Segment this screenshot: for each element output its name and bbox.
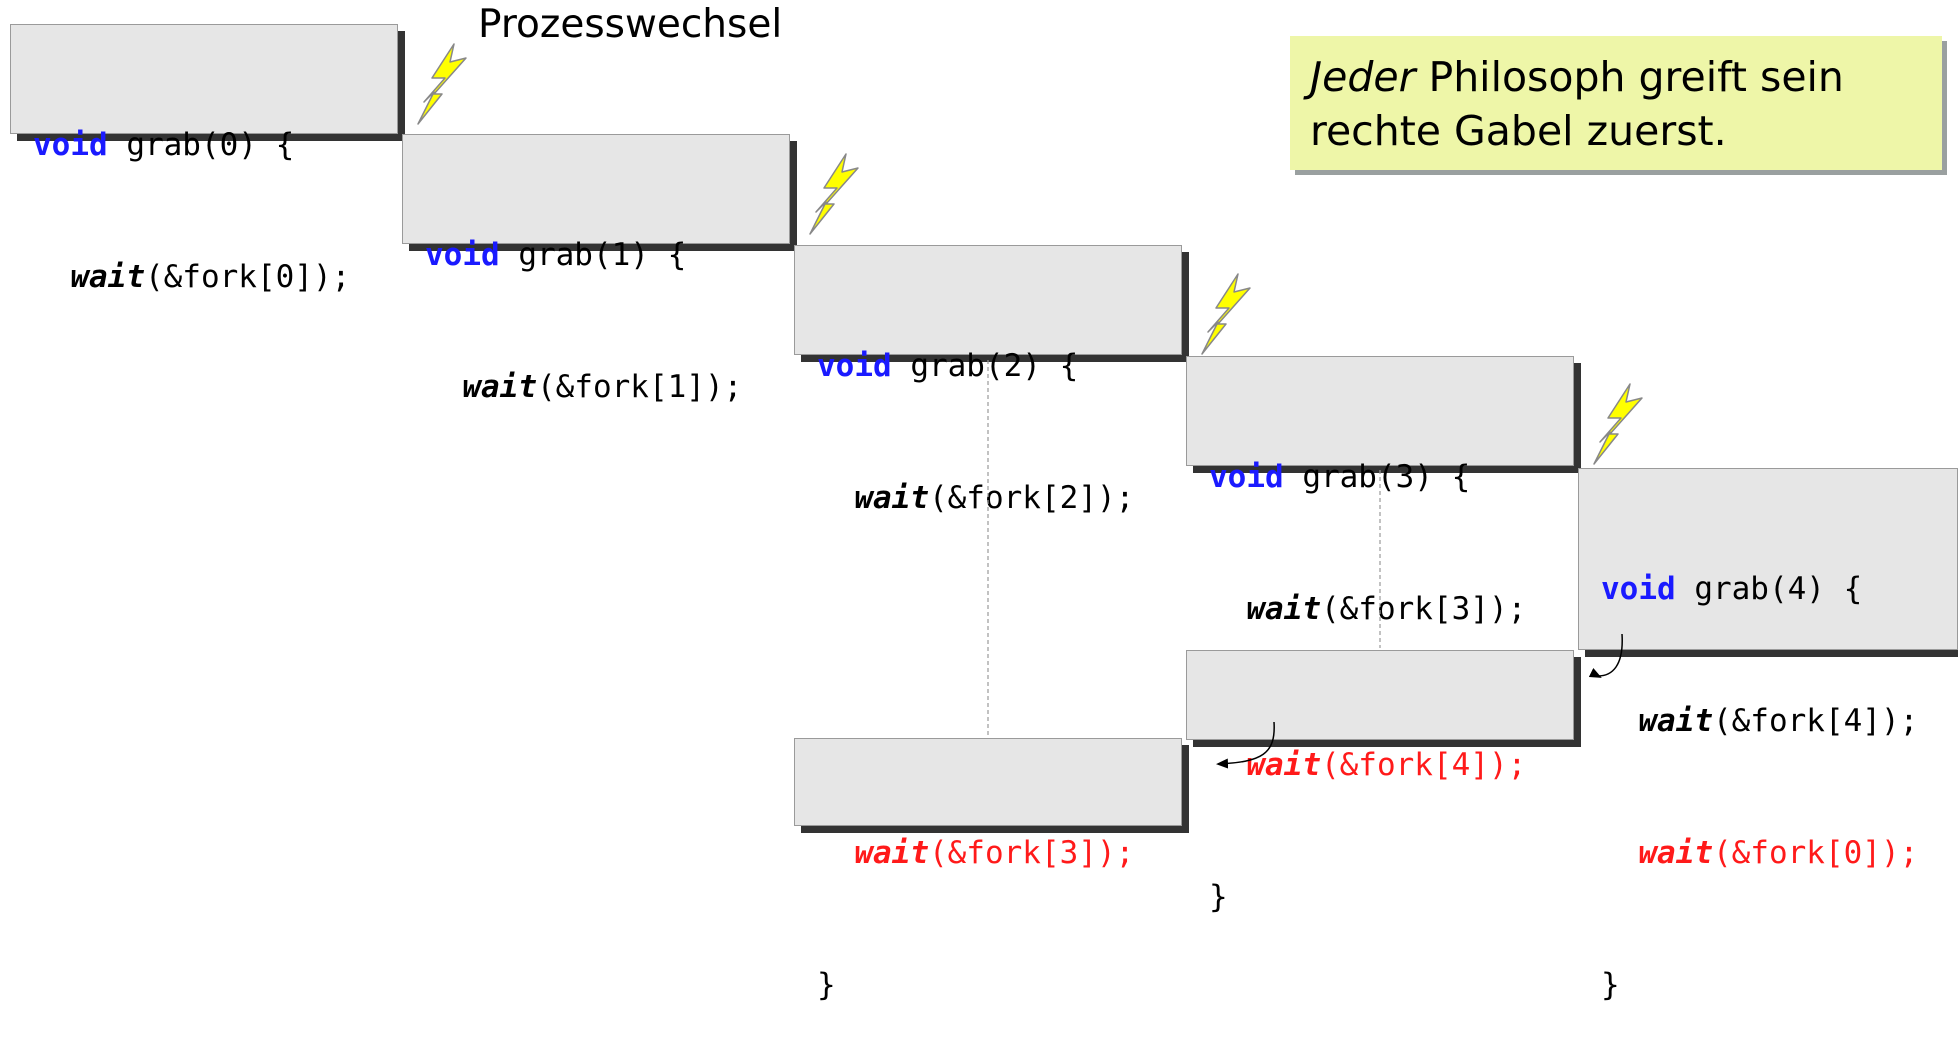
code-box-grab-0: void grab(0) { wait(&fork[0]); — [10, 24, 398, 295]
code-line: wait(&fork[2]); — [817, 476, 1181, 520]
code-box-grab-1: void grab(1) { wait(&fork[1]); — [402, 134, 790, 405]
code-text: grab(2) { — [891, 348, 1079, 384]
note-line-1: Jeder Philosoph greift sein — [1310, 50, 1922, 104]
note-box: Jeder Philosoph greift sein rechte Gabel… — [1290, 36, 1942, 170]
close-brace: } — [1601, 967, 1620, 1003]
code-text: (&fork[2]); — [928, 480, 1135, 516]
code-line: void grab(0) { — [33, 123, 397, 167]
code-box-resume-3: wait(&fork[4]); } — [1186, 650, 1574, 915]
context-switch-label: Prozesswechsel — [478, 2, 783, 47]
lightning-bolt-icon — [1593, 383, 1643, 465]
keyword: void — [33, 127, 108, 163]
code-line: wait(&fork[3]); — [1209, 587, 1573, 631]
code-text: grab(3) { — [1283, 459, 1471, 495]
blocked-wait-line: wait(&fork[3]); — [817, 831, 1181, 875]
lightning-bolt-icon — [1201, 273, 1251, 355]
keyword: wait — [854, 835, 929, 871]
code-line: wait(&fork[1]); — [425, 365, 789, 409]
code-text: grab(1) { — [499, 237, 687, 273]
code-text: (&fork[3]); — [928, 835, 1135, 871]
code-text: grab(4) { — [1675, 571, 1863, 607]
blocked-wait-line: wait(&fork[0]); — [1601, 831, 1957, 875]
keyword: void — [425, 237, 500, 273]
code-box-resume-2: wait(&fork[3]); } — [794, 738, 1182, 1003]
lightning-bolt-icon — [809, 153, 859, 235]
keyword: void — [1209, 459, 1284, 495]
note-line-2: rechte Gabel zuerst. — [1310, 107, 1727, 155]
code-text: (&fork[4]); — [1712, 703, 1919, 739]
keyword: wait — [1246, 747, 1321, 783]
keyword: void — [817, 348, 892, 384]
code-text: (&fork[1]); — [536, 369, 743, 405]
keyword: wait — [1246, 591, 1321, 627]
note-text: Philosoph greift sein — [1415, 53, 1844, 101]
blocked-wait-line: wait(&fork[4]); — [1209, 743, 1573, 787]
code-line: wait(&fork[0]); — [33, 255, 397, 299]
code-line: void grab(1) { — [425, 233, 789, 277]
keyword: wait — [462, 369, 537, 405]
code-text: (&fork[0]); — [1712, 835, 1919, 871]
close-brace: } — [817, 967, 836, 1003]
keyword: wait — [70, 259, 145, 295]
code-box-grab-4: void grab(4) { wait(&fork[4]); wait(&for… — [1578, 468, 1958, 1003]
lightning-bolt-icon — [417, 43, 467, 125]
keyword: wait — [854, 480, 929, 516]
code-text: (&fork[3]); — [1320, 591, 1527, 627]
code-line: void grab(3) { — [1209, 455, 1573, 499]
close-brace: } — [1209, 879, 1228, 915]
code-line: void grab(4) { — [1601, 567, 1957, 611]
code-box-grab-3: void grab(3) { wait(&fork[3]); — [1186, 356, 1574, 627]
code-text: (&fork[4]); — [1320, 747, 1527, 783]
code-line: wait(&fork[4]); — [1601, 699, 1957, 743]
code-text: (&fork[0]); — [144, 259, 351, 295]
keyword: void — [1601, 571, 1676, 607]
code-line: void grab(2) { — [817, 344, 1181, 388]
code-box-grab-2: void grab(2) { wait(&fork[2]); — [794, 245, 1182, 516]
keyword: wait — [1638, 703, 1713, 739]
note-emphasis: Jeder — [1310, 53, 1416, 101]
code-text: grab(0) { — [107, 127, 295, 163]
keyword: wait — [1638, 835, 1713, 871]
